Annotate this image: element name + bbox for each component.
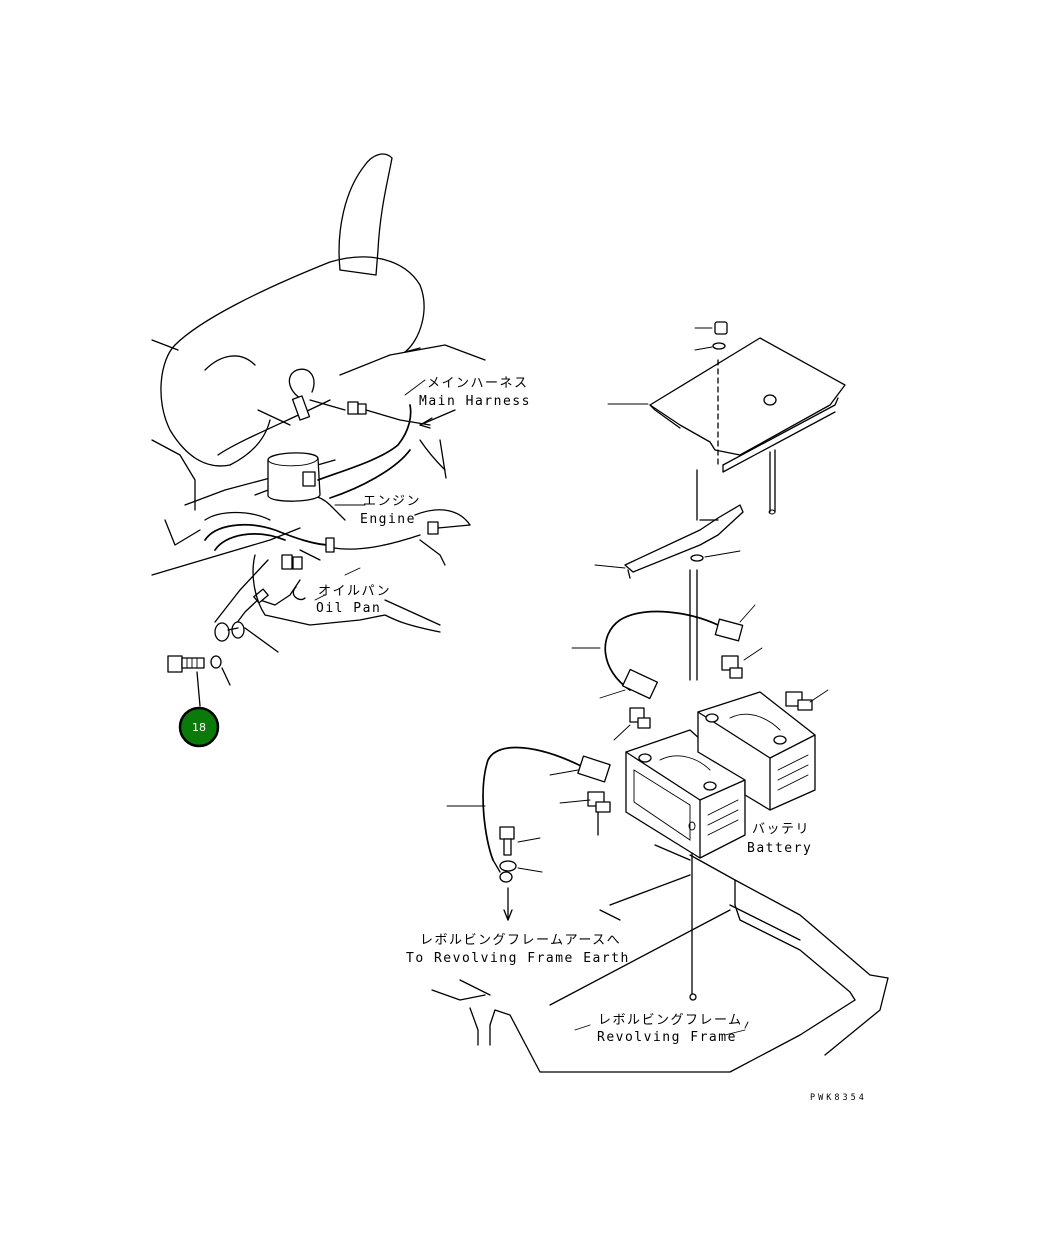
battery-back (697, 691, 816, 811)
battery-cables (446, 604, 829, 921)
label-to-frame-earth-jp: レボルビングフレームアースへ (420, 933, 621, 948)
label-to-frame-earth-en: To Revolving Frame Earth (406, 951, 630, 966)
callout-number[interactable]: 18 (192, 721, 206, 734)
callout-leader-18 (196, 671, 201, 707)
label-engine-en: Engine (360, 512, 416, 527)
label-revolving-frame-en: Revolving Frame (597, 1030, 737, 1045)
label-battery-jp: バッテリ (752, 822, 810, 837)
label-engine-jp: エンジン (363, 494, 421, 509)
callout-18[interactable]: 18 (178, 706, 220, 748)
label-battery-en: Battery (747, 841, 812, 856)
label-oil-pan-en: Oil Pan (316, 601, 381, 616)
revolving-frame (431, 844, 889, 1073)
engine-assembly (151, 153, 486, 686)
label-oil-pan-jp: オイルパン (318, 584, 391, 599)
drawing-code: PWK8354 (810, 1093, 867, 1103)
label-revolving-frame-jp: レボルビングフレーム (598, 1013, 743, 1028)
callout-circle[interactable] (178, 706, 220, 748)
label-main-harness-jp: メインハーネス (427, 376, 529, 391)
battery-cover-assembly (594, 321, 846, 1001)
label-main-harness-en: Main Harness (419, 394, 531, 409)
